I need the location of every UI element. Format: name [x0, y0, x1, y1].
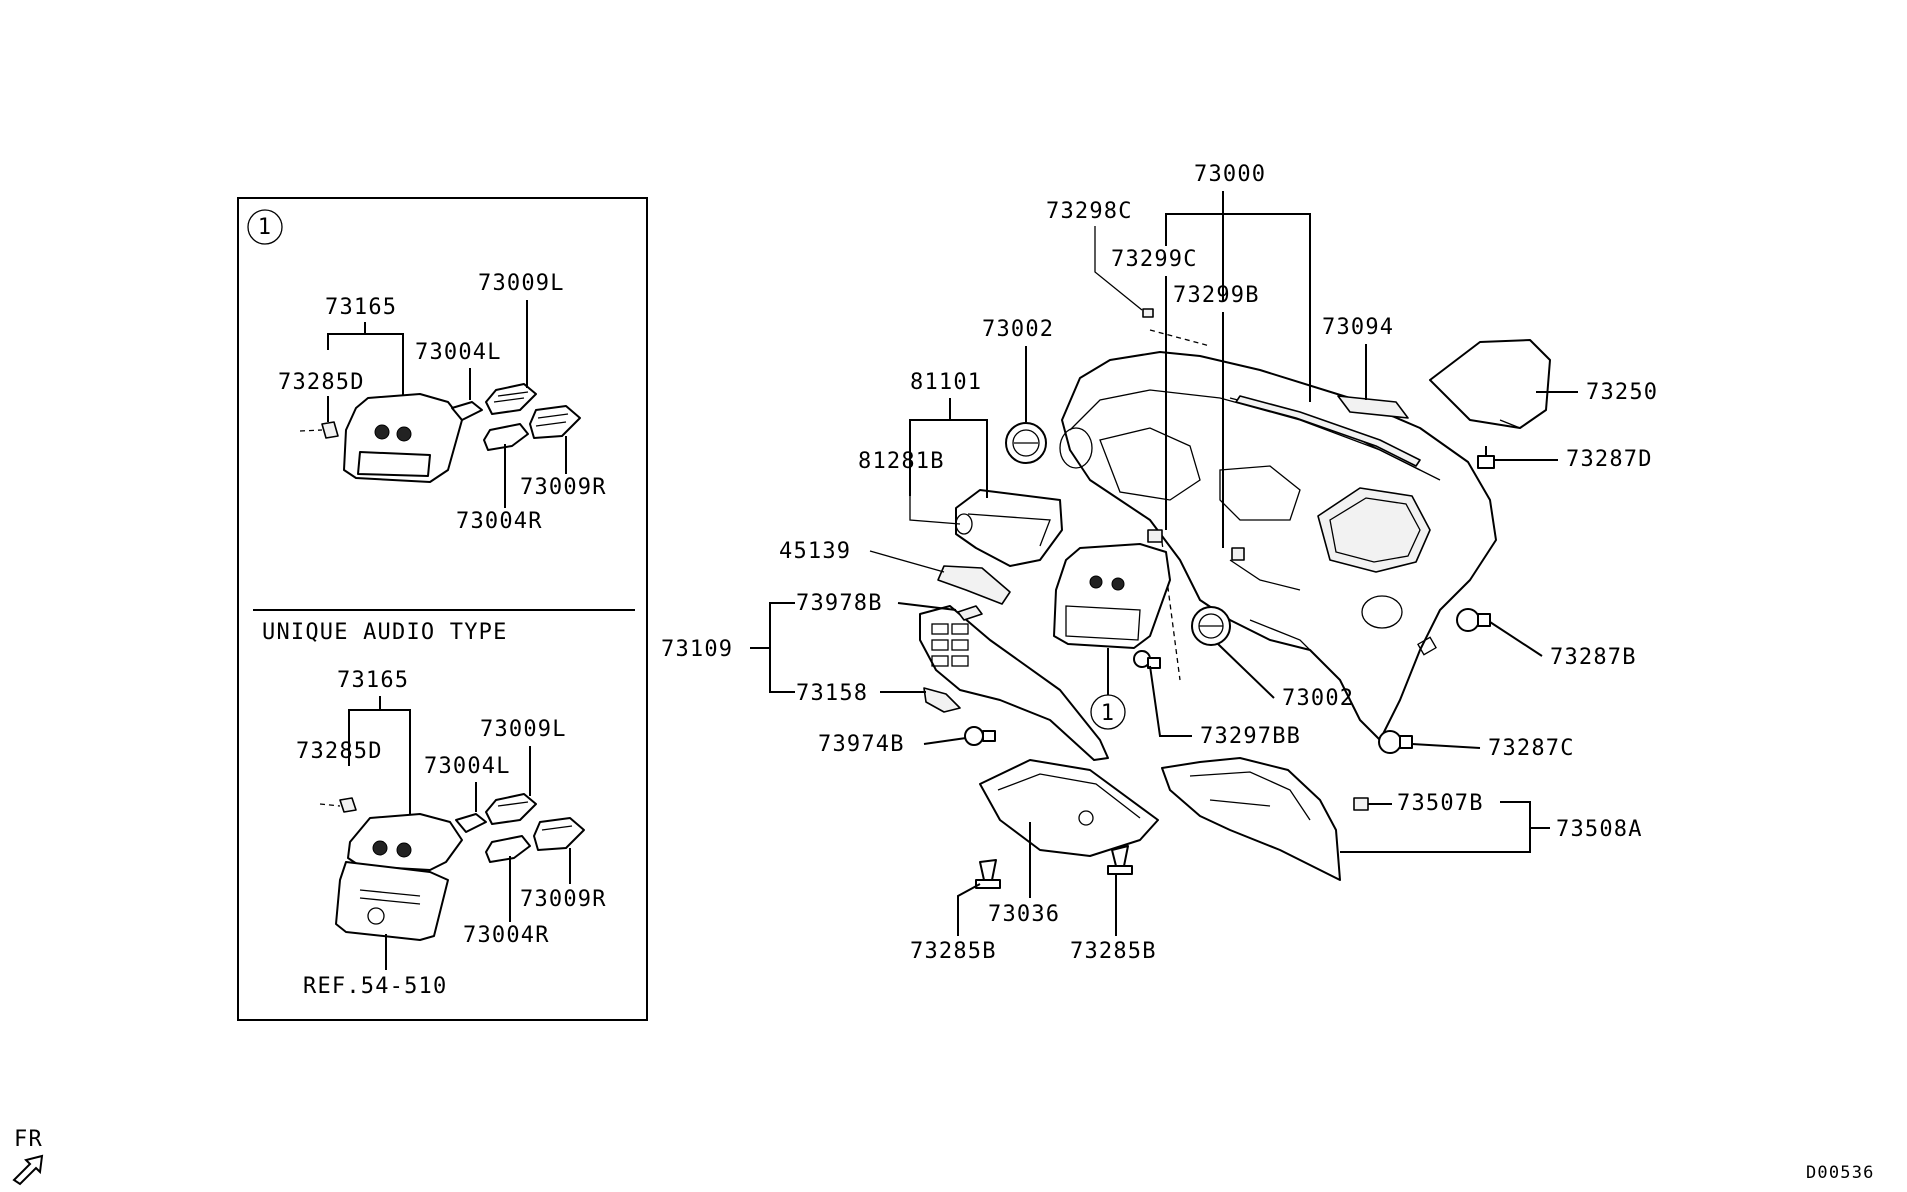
clip-73285b-left: [975, 859, 1001, 889]
callout-73285B-left: 73285B: [910, 939, 997, 964]
callout-73507B: 73507B: [1397, 791, 1484, 816]
instrument-panel-drawing: [1059, 351, 1497, 741]
callout-73297BB: 73297BB: [1200, 724, 1301, 749]
callout-73287D: 73287D: [1566, 447, 1653, 472]
callout-73004R-upper: 73004R: [456, 509, 543, 534]
front-direction-indicator: FR: [12, 1127, 44, 1186]
callout-73036: 73036: [988, 902, 1060, 927]
callout-73285D-upper: 73285D: [278, 370, 365, 395]
screw-73287c: [1378, 730, 1413, 754]
callout-73974B: 73974B: [818, 732, 905, 757]
callout-73002-right: 73002: [1282, 686, 1354, 711]
callout-73009R-upper: 73009R: [520, 475, 607, 500]
callout-73109: 73109: [661, 637, 733, 662]
arrow-icon: [12, 1154, 44, 1186]
callout-73094: 73094: [1322, 315, 1394, 340]
callout-73250: 73250: [1586, 380, 1658, 405]
callout-73004L-lower: 73004L: [424, 754, 511, 779]
callout-73978B: 73978B: [796, 591, 883, 616]
callout-45139: 45139: [779, 539, 851, 564]
callout-73298C: 73298C: [1046, 199, 1133, 224]
callout-81281B: 81281B: [858, 449, 945, 474]
callout-73285D-lower: 73285D: [296, 739, 383, 764]
inset-box: 1 UNIQUE AUDIO TYPE: [237, 197, 648, 1021]
callout-73287C: 73287C: [1488, 736, 1575, 761]
upper-center-panel-drawing: [299, 383, 581, 483]
callout-73004R-lower: 73004R: [463, 923, 550, 948]
callout-73165-upper: 73165: [325, 295, 397, 320]
lower-inset-callouts: 73165 73285D 73004L 73009L 73009R 73004R…: [296, 668, 607, 999]
main-small-parts: [1005, 308, 1551, 754]
diagram-id: D00536: [1806, 1163, 1875, 1183]
main-callouts: 73000 73298C 73299C 73299B 73002 73094 7…: [661, 162, 1658, 964]
screw-73287b: [1456, 608, 1491, 632]
clip-73297bb: [1133, 650, 1161, 669]
callout-73285B-right: 73285B: [1070, 939, 1157, 964]
callout-73002-left: 73002: [982, 317, 1054, 342]
inset-ref-marker: 1: [258, 215, 272, 240]
section-label: UNIQUE AUDIO TYPE: [262, 620, 508, 645]
lower-center-panel-drawing: [319, 793, 585, 941]
callout-73299C: 73299C: [1111, 247, 1198, 272]
callout-73287B: 73287B: [1550, 645, 1637, 670]
callout-73165-lower: 73165: [337, 668, 409, 693]
direction-label: FR: [14, 1127, 43, 1152]
main-ref-marker: 1: [1101, 701, 1115, 726]
callout-73299B: 73299B: [1173, 283, 1260, 308]
callout-73009R-lower: 73009R: [520, 887, 607, 912]
upper-inset-callouts: 73165 73285D 73004L 73009L 73009R 73004R: [278, 271, 607, 534]
callout-73508A: 73508A: [1556, 817, 1643, 842]
callout-73004L-upper: 73004L: [415, 340, 502, 365]
callout-73158: 73158: [796, 681, 868, 706]
callout-73009L-upper: 73009L: [478, 271, 565, 296]
clip-73285b-right: [1107, 845, 1133, 875]
callout-73009L-lower: 73009L: [480, 717, 567, 742]
screw-73287d: [1477, 446, 1495, 469]
ref-marker-circle: [247, 209, 283, 245]
callout-73000: 73000: [1194, 162, 1266, 187]
callout-81101: 81101: [910, 370, 982, 395]
callout-ref-54-510: REF.54-510: [303, 974, 447, 999]
